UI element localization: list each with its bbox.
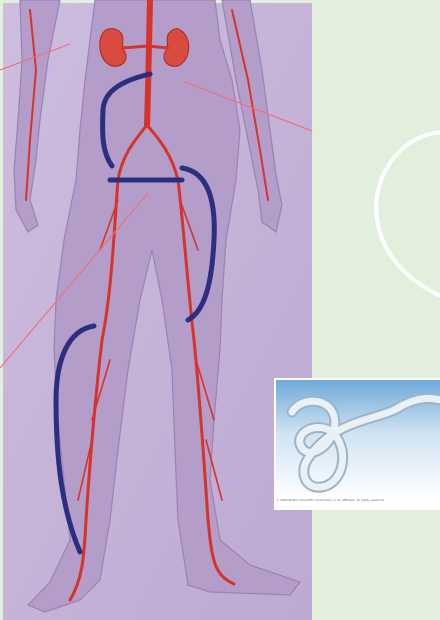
renal-arteries (122, 46, 168, 48)
graft-inset-photo (274, 378, 440, 510)
aorta (147, 0, 150, 125)
inset-fineprint: © 2008 Boston Scientific Corporation or … (276, 498, 440, 502)
anatomy-illustration (0, 0, 312, 620)
outline-curve (376, 132, 440, 296)
